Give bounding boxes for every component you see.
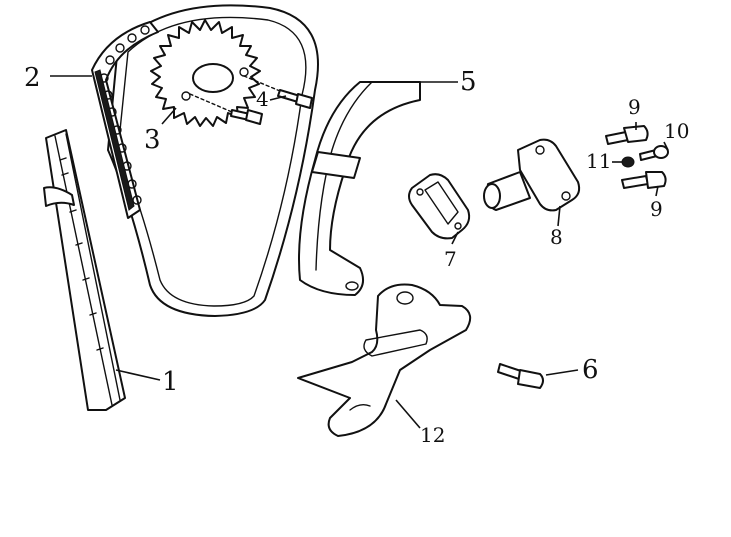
callout-5: 5 <box>460 67 477 97</box>
part-sprocket-bolt-lower <box>230 109 263 125</box>
part-tensioner-bolt-upper <box>605 125 649 145</box>
part-sprocket-bolt-upper <box>277 89 313 109</box>
callout-9-upper: 9 <box>628 95 641 119</box>
part-bracket-plate <box>297 283 472 437</box>
leader-lines <box>50 75 669 429</box>
callout-4: 4 <box>256 87 269 111</box>
callout-7: 7 <box>444 247 457 271</box>
callout-labels: 1 2 3 4 5 6 7 8 9 9 10 11 12 <box>24 63 689 447</box>
callout-6: 6 <box>582 355 599 385</box>
part-cap-bolt <box>639 145 669 161</box>
callout-1: 1 <box>162 367 179 397</box>
part-cam-sprocket <box>150 19 293 127</box>
callout-9-lower: 9 <box>650 197 663 221</box>
part-flange-bolt <box>497 363 544 389</box>
part-chain-guide <box>43 129 126 411</box>
part-tensioner-gasket <box>408 173 471 240</box>
part-tensioner-guide <box>298 81 421 296</box>
callout-2: 2 <box>24 63 41 93</box>
part-tensioner-lifter <box>483 138 581 212</box>
callout-10: 10 <box>664 119 689 143</box>
part-tensioner-bolt-lower <box>621 171 667 189</box>
part-chain-links <box>91 21 159 219</box>
callout-3: 3 <box>144 125 161 155</box>
part-o-ring <box>621 156 635 168</box>
callout-12: 12 <box>420 423 445 447</box>
callout-11: 11 <box>586 149 611 173</box>
callout-8: 8 <box>550 225 563 249</box>
